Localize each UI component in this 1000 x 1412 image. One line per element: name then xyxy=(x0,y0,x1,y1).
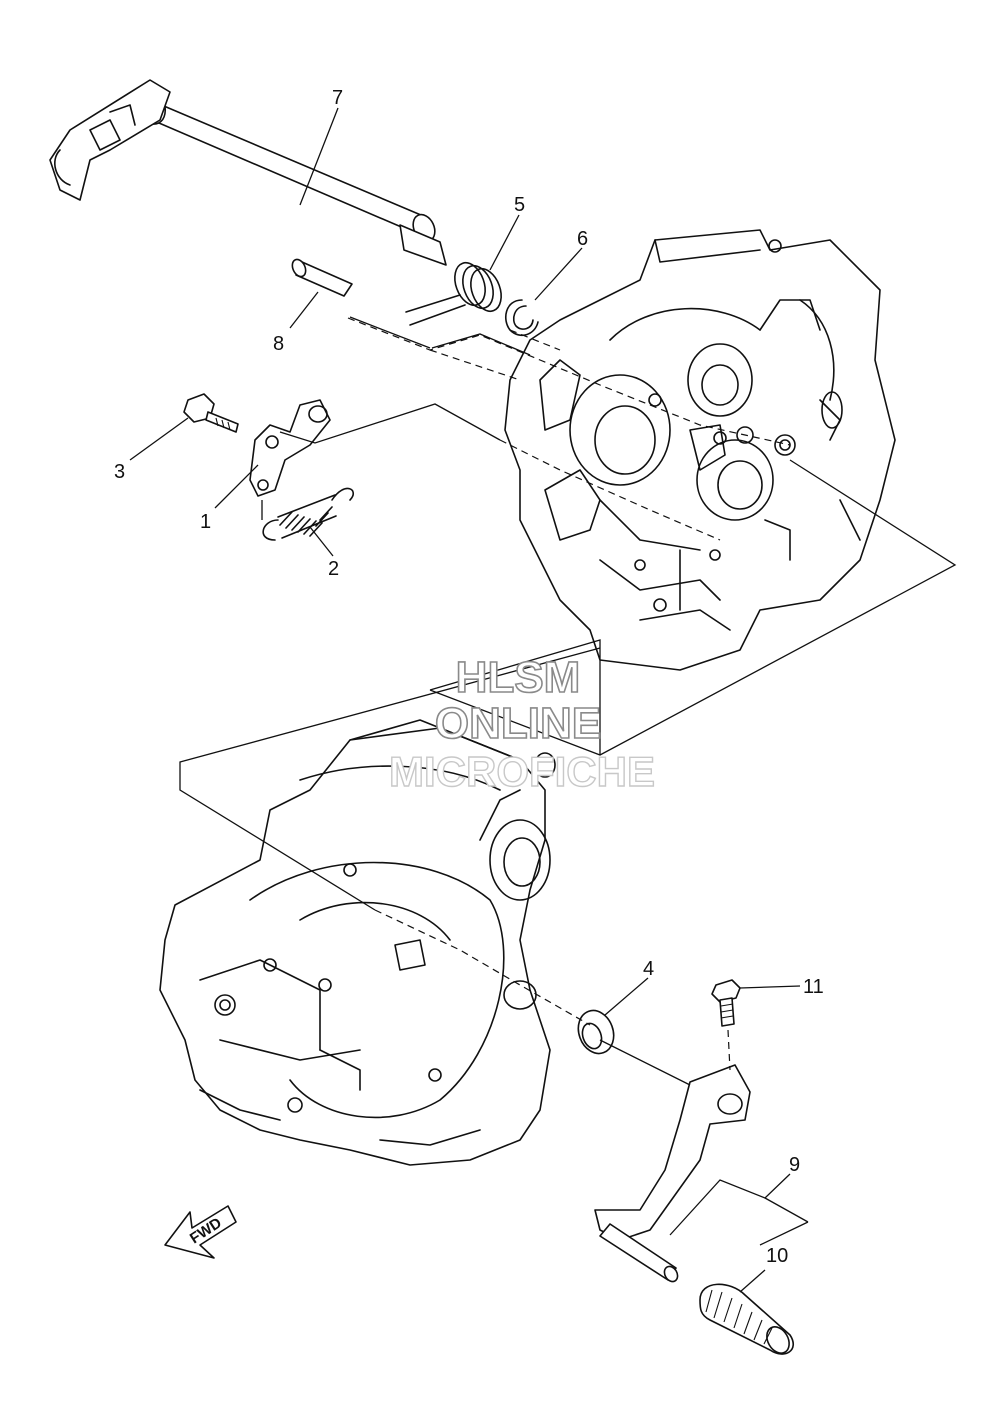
callout-11: 11 xyxy=(803,976,824,998)
oil-seal xyxy=(577,1009,615,1055)
left-crankcase xyxy=(159,719,556,1166)
fwd-arrow-icon: FWD xyxy=(164,1205,237,1259)
watermark: HLSM ONLINE MICROFICHE xyxy=(388,652,655,796)
dowel-pin xyxy=(291,258,353,297)
callout-10: 10 xyxy=(766,1245,788,1267)
watermark-line-2: ONLINE xyxy=(435,699,601,748)
stopper-lever xyxy=(249,399,331,497)
callout-9: 9 xyxy=(789,1154,800,1176)
callout-5: 5 xyxy=(514,194,525,216)
tension-spring xyxy=(262,487,355,541)
shift-pedal xyxy=(594,1064,751,1283)
callout-4: 4 xyxy=(643,958,654,980)
assembly-lines xyxy=(179,316,957,1086)
lever-bolt xyxy=(711,979,741,1027)
bolt xyxy=(183,393,239,433)
callout-2: 2 xyxy=(328,558,339,580)
rubber-pedal-cover xyxy=(699,1283,794,1355)
callout-labels: 7 5 6 8 3 1 2 4 11 9 10 xyxy=(114,87,824,1267)
leader-lines xyxy=(129,107,809,1293)
callout-8: 8 xyxy=(273,333,284,355)
callout-7: 7 xyxy=(332,87,343,109)
right-crankcase xyxy=(504,229,896,671)
callout-1: 1 xyxy=(200,511,211,533)
watermark-line-1: HLSM xyxy=(456,653,581,702)
callout-6: 6 xyxy=(577,228,588,250)
callout-3: 3 xyxy=(114,461,125,483)
shift-shaft xyxy=(49,79,447,266)
watermark-line-3: MICROFICHE xyxy=(389,748,655,795)
torsion-spring xyxy=(405,261,502,326)
